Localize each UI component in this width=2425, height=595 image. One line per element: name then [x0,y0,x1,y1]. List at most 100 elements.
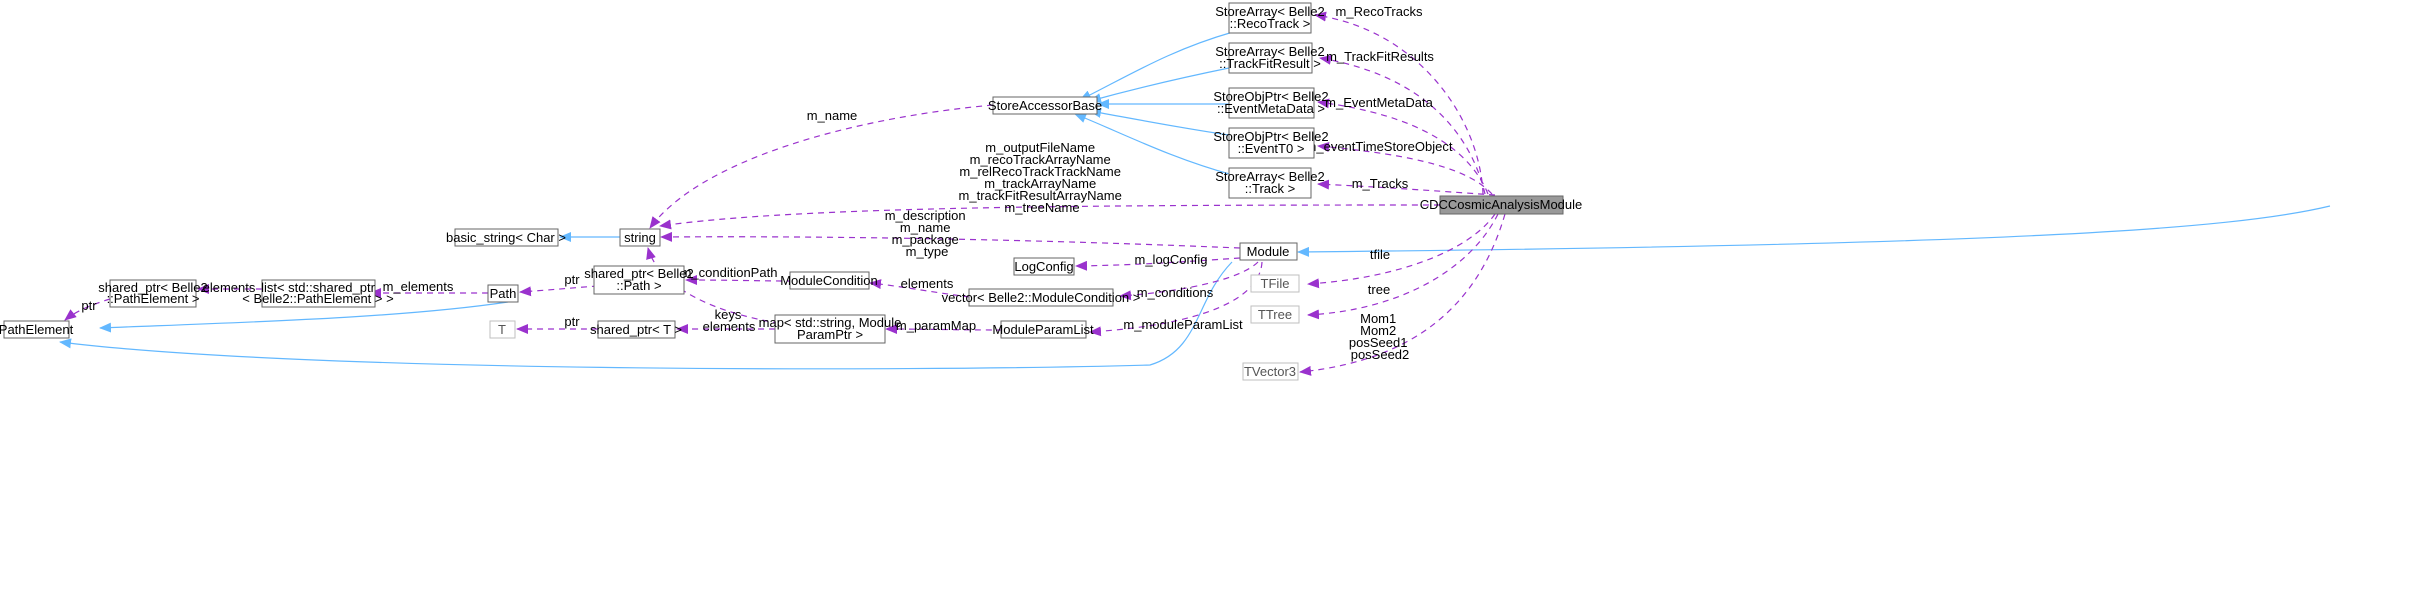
node-tfile[interactable]: TFile [1250,274,1300,293]
label-module-strings: m_outputFileName m_recoTrackArrayName m_… [959,140,1126,215]
node-vector-module-condition[interactable]: vector< Belle2::ModuleCondition > [942,288,1141,307]
label-elements-list: elements [203,280,256,295]
svg-text:StoreObjPtr< Belle2::EventT0 >: StoreObjPtr< Belle2::EventT0 > [1213,129,1328,156]
node-list-shared-ptr-path-element[interactable]: list< std::shared_ptr< Belle2::PathEleme… [242,279,394,308]
node-t[interactable]: T [489,320,516,339]
svg-text:StoreArray< Belle2::TrackFitRe: StoreArray< Belle2::TrackFitResult > [1215,44,1324,71]
edge-module-inherits-path-element [59,261,1233,370]
label-m-track-fit-results: m_TrackFitResults [1326,49,1434,64]
svg-text:LogConfig: LogConfig [1014,259,1073,274]
edge-tfile [1307,213,1496,289]
edge-m-log-config [1075,257,1241,271]
label-tfile: tfile [1370,247,1390,262]
svg-text:string: string [624,230,656,245]
svg-text:T: T [498,322,506,337]
edge-ptr-path [519,285,599,297]
svg-text:Module: Module [1247,244,1290,259]
edge-m-track-fit-results [1319,54,1486,195]
edge-m-conditions [1119,261,1259,301]
svg-text:basic_string< Char >: basic_string< Char > [446,230,566,245]
label-m-event-time-store-object: m_eventTimeStoreObject [1306,139,1453,154]
svg-text:vector< Belle2::ModuleConditio: vector< Belle2::ModuleCondition > [942,290,1141,305]
svg-text:CDCCosmicAnalysisModule: CDCCosmicAnalysisModule [1420,197,1583,212]
label-keys: keys [715,307,742,322]
label-m-name: m_name [807,108,858,123]
node-path[interactable]: Path [487,284,519,303]
edge-event-t0-ptr-inherits-store-accessor-base [1089,107,1230,136]
node-string[interactable]: string [619,228,661,247]
node-cdc-cosmic-analysis-module[interactable]: CDCCosmicAnalysisModule [1420,195,1583,215]
label-vectors: Mom1 Mom2 posSeed1 posSeed2 [1349,311,1411,362]
node-event-meta-data-ptr[interactable]: StoreObjPtr< Belle2::EventMetaData > [1213,87,1329,119]
label-ptr-path-element: ptr [81,298,97,313]
edge-m-tracks [1317,179,1496,196]
label-m-conditions: m_conditions [1137,285,1214,300]
node-module-condition[interactable]: ModuleCondition [780,271,878,290]
node-basic-string-char[interactable]: basic_string< Char > [446,228,566,247]
edge-m-condition-path [685,275,794,286]
label-m-condition-path: m_conditionPath [681,265,778,280]
svg-text:shared_ptr< Belle2::Path >: shared_ptr< Belle2::Path > [584,266,694,293]
node-module[interactable]: Module [1239,242,1298,261]
svg-text:Path: Path [490,286,517,301]
label-module-base-strings: m_description m_name m_package m_type [885,208,970,259]
edge-labels: m_RecoTracks m_TrackFitResults m_EventMe… [81,4,1452,362]
edge-cdc-module-inherits-module-visible [1297,205,2331,257]
label-elements-conditions: elements [901,276,954,291]
edge-module-strings [659,204,1441,230]
node-reco-track-array[interactable]: StoreArray< Belle2::RecoTrack > [1215,2,1325,34]
edges [59,11,2331,376]
edge-m-name [649,104,994,229]
svg-text:TFile: TFile [1261,276,1290,291]
svg-text:list< std::shared_ptr< Belle2:: list< std::shared_ptr< Belle2::PathEleme… [242,280,393,306]
label-m-tracks: m_Tracks [1352,176,1409,191]
label-m-log-config: m_logConfig [1135,252,1208,267]
node-shared-ptr-t[interactable]: shared_ptr< T > [590,320,682,339]
edge-module-base-strings [660,231,1241,249]
label-ptr-path: ptr [564,272,580,287]
edge-ptr-path-element [64,298,111,321]
edge-reco-track-array-inherits-store-accessor-base [1079,31,1234,101]
edge-vectors [1299,213,1506,376]
edge-track-fit-result-array-inherits-store-accessor-base [1089,67,1230,103]
node-ttree[interactable]: TTree [1250,305,1300,324]
label-tree: tree [1368,282,1390,297]
label-m-param-map: m_paramMap [896,318,976,333]
label-m-module-param-list: m_moduleParamList [1123,317,1243,332]
svg-text:ModuleParamList: ModuleParamList [992,322,1094,337]
node-log-config[interactable]: LogConfig [1013,257,1075,276]
svg-text:ModuleCondition: ModuleCondition [780,273,878,288]
svg-text:shared_ptr< Belle2::PathElemen: shared_ptr< Belle2::PathElement > [98,280,208,306]
nodes: StoreArray< Belle2::RecoTrack > StoreArr… [0,2,1583,381]
svg-text:StoreObjPtr< Belle2::EventMeta: StoreObjPtr< Belle2::EventMetaData > [1213,89,1328,116]
svg-text:shared_ptr< T >: shared_ptr< T > [590,322,682,337]
svg-text:StoreArray< Belle2::RecoTrack: StoreArray< Belle2::RecoTrack > [1215,4,1324,31]
node-track-fit-result-array[interactable]: StoreArray< Belle2::TrackFitResult > [1215,42,1325,74]
edge-path-inherits-path-element [99,301,509,333]
node-tvector3[interactable]: TVector3 [1242,362,1299,381]
label-ptr-t: ptr [564,314,580,329]
edge-m-event-time-store-object [1317,141,1493,195]
node-module-param-list[interactable]: ModuleParamList [992,320,1094,339]
edge-keys [646,247,791,326]
node-shared-ptr-path-element[interactable]: shared_ptr< Belle2::PathElement > [98,279,208,308]
node-path-element[interactable]: PathElement [0,320,74,339]
svg-text:StoreArray< Belle2::Track >: StoreArray< Belle2::Track > [1215,169,1324,196]
edge-m-event-meta-data [1317,98,1489,195]
edge-m-param-map [885,324,1004,335]
label-elements-map: elements [703,319,756,334]
node-store-accessor-base[interactable]: StoreAccessorBase [988,96,1102,115]
svg-text:PathElement: PathElement [0,322,74,337]
edge-track-array-inherits-store-accessor-base [1074,113,1234,176]
node-shared-ptr-path[interactable]: shared_ptr< Belle2::Path > [584,265,694,295]
node-track-array[interactable]: StoreArray< Belle2::Track > [1215,167,1325,199]
svg-text:TTree: TTree [1258,307,1292,322]
node-event-t0-ptr[interactable]: StoreObjPtr< Belle2::EventT0 > [1213,127,1329,159]
edge-elements-conditions [869,279,971,298]
svg-text:StoreAccessorBase: StoreAccessorBase [988,98,1102,113]
label-m-elements: m_elements [383,279,454,294]
edge-tree [1307,213,1499,320]
